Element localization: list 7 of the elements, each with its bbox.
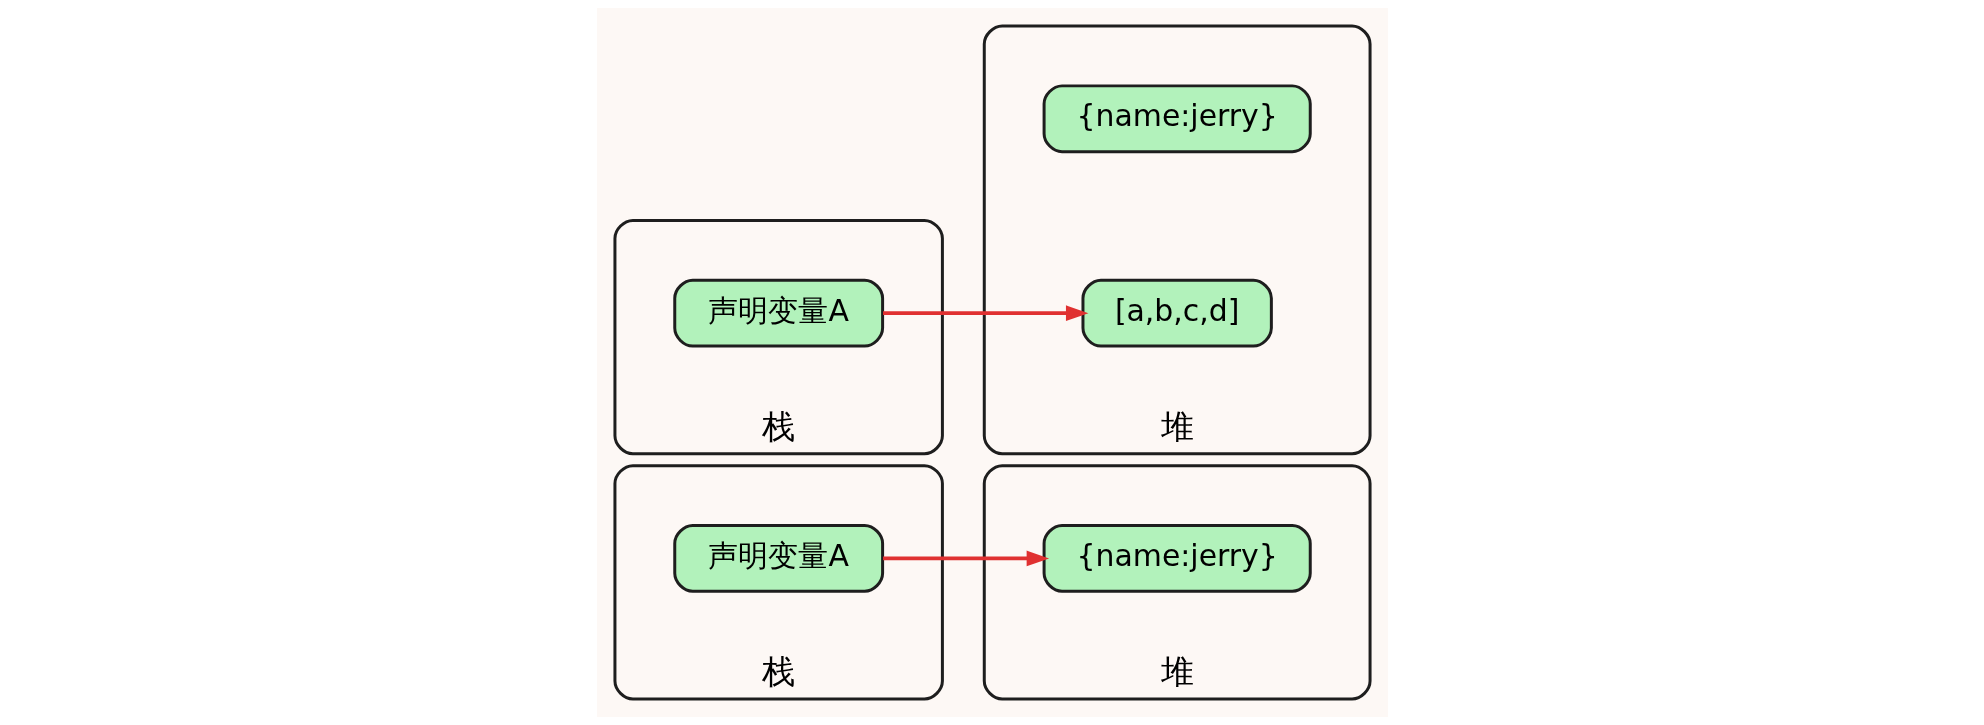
arrow bbox=[882, 305, 1088, 322]
node-box: 声明变量A bbox=[672, 524, 884, 593]
arrow bbox=[882, 550, 1049, 567]
node-box: {name:jerry} bbox=[1042, 524, 1312, 593]
node-box: 声明变量A bbox=[672, 278, 884, 348]
node-box: {name:jerry} bbox=[1042, 84, 1312, 154]
node-box: [a,b,c,d] bbox=[1080, 278, 1273, 348]
